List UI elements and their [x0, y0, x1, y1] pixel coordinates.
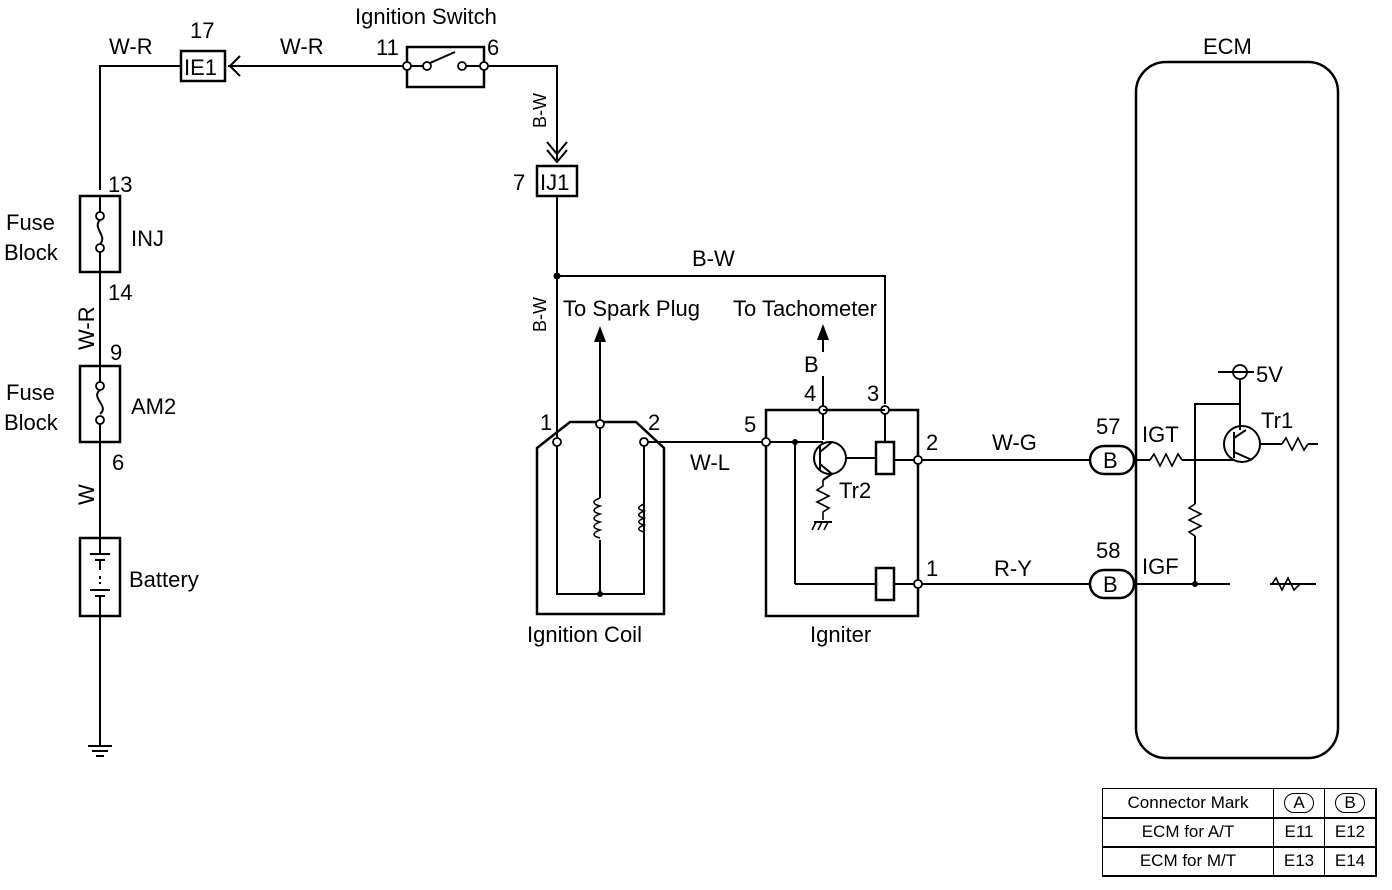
- connector-b-58: [1088, 568, 1136, 600]
- am2-pin-9: 9: [110, 340, 122, 365]
- ie1-label: IE1: [184, 55, 217, 80]
- wire-label-wr-mid: W-R: [280, 34, 324, 59]
- igniter-pin-4: 4: [804, 381, 816, 406]
- connector-b-58-label: B: [1103, 572, 1118, 597]
- to-tachometer-label: To Tachometer: [733, 296, 877, 321]
- igniter-pin-5: 5: [744, 412, 756, 437]
- ignition-coil: [535, 420, 666, 616]
- legend-row: ECM for A/T E11 E12: [1101, 816, 1377, 848]
- battery-label: Battery: [129, 567, 199, 592]
- connector-b-57-label: B: [1103, 448, 1118, 473]
- ecm-pin-58: 58: [1096, 538, 1120, 563]
- five-v-label: 5V: [1256, 362, 1283, 387]
- legend-col-b: B: [1335, 793, 1365, 813]
- legend-col-a: A: [1284, 793, 1314, 813]
- wire-label-wg: W-G: [992, 430, 1037, 455]
- wire-label-bw-horizontal: B-W: [692, 246, 735, 271]
- igniter-resistor-igf: [874, 566, 896, 602]
- ecm-label: ECM: [1203, 34, 1252, 59]
- igniter-pin-1: 1: [926, 556, 938, 581]
- legend-row-label: ECM for A/T: [1102, 817, 1274, 847]
- connector-b-57: [1088, 444, 1136, 476]
- power-supply-circuit: IE1 17 W-R W-R Ignition Switch 11 6 B-W …: [4, 4, 579, 757]
- inj-label: INJ: [131, 226, 164, 251]
- am2-label: AM2: [131, 394, 176, 419]
- fuse-block-1-line1: Fuse: [6, 210, 55, 235]
- wire-label-b-tach: B: [804, 352, 819, 377]
- ecm-box: [1134, 60, 1340, 760]
- igniter-pin-2: 2: [926, 430, 938, 455]
- ij1-pin: 7: [513, 170, 525, 195]
- wire-label-wr-fuse: W-R: [74, 306, 99, 350]
- legend-row-b: E14: [1324, 846, 1376, 876]
- igniter-resistor-igt: [874, 440, 896, 476]
- ignition-coil-circuit: B-W B-W 1 2 Ignition Coil To Spark Plug …: [527, 196, 886, 647]
- igniter-circuit: 5 4 3 2 1 Igniter Tr2: [733, 296, 938, 647]
- ie1-connector: [179, 49, 227, 83]
- ignition-coil-label: Ignition Coil: [527, 622, 642, 647]
- switch-pin-11: 11: [376, 35, 399, 60]
- wire-label-bw-coil: B-W: [530, 297, 550, 332]
- coil-pin-1: 1: [540, 410, 552, 435]
- igt-label: IGT: [1142, 422, 1179, 447]
- fuse-block-2-line1: Fuse: [6, 380, 55, 405]
- fuse-block-2-line2: Block: [4, 410, 59, 435]
- fuse-block-1-line2: Block: [4, 240, 59, 265]
- to-spark-plug-label: To Spark Plug: [563, 296, 700, 321]
- connector-legend-table: Connector Mark A B ECM for A/T E11 E12 E…: [1101, 787, 1377, 877]
- ecm-pin-57: 57: [1096, 414, 1120, 439]
- igniter-label: Igniter: [810, 622, 871, 647]
- legend-row-a: E11: [1273, 817, 1325, 847]
- ignition-switch-label: Ignition Switch: [355, 4, 497, 29]
- ecm-unit: ECM IGT IGF 5V Tr1: [1134, 34, 1340, 760]
- wire-label-bw-vertical: B-W: [530, 93, 550, 128]
- legend-row-label: ECM for M/T: [1102, 846, 1274, 876]
- legend-row-b: E12: [1324, 817, 1376, 847]
- tr2-label: Tr2: [839, 478, 871, 503]
- legend-header-row: Connector Mark A B: [1101, 787, 1377, 819]
- switch-pin-6: 6: [487, 35, 499, 60]
- legend-header: Connector Mark: [1102, 788, 1274, 818]
- inj-pin-14: 14: [108, 280, 132, 305]
- ij1-label: IJ1: [540, 170, 569, 195]
- am2-pin-6: 6: [112, 450, 124, 475]
- tr1-label: Tr1: [1261, 408, 1293, 433]
- wire-label-wl: W-L: [690, 450, 730, 475]
- coil-pin-2: 2: [648, 410, 660, 435]
- inj-pin-13: 13: [108, 172, 132, 197]
- wire-label-ry: R-Y: [994, 556, 1032, 581]
- wire-label-wr-left: W-R: [109, 34, 153, 59]
- ie1-pin: 17: [190, 18, 214, 43]
- wire-label-w: W: [74, 484, 99, 505]
- igniter-pin-3: 3: [867, 381, 879, 406]
- igf-label: IGF: [1142, 554, 1179, 579]
- tr2-transistor: [813, 441, 847, 475]
- legend-row-a: E13: [1273, 846, 1325, 876]
- signal-wires: W-G R-Y B 57 B 58: [922, 414, 1136, 600]
- legend-row: ECM for M/T E13 E14: [1101, 845, 1377, 877]
